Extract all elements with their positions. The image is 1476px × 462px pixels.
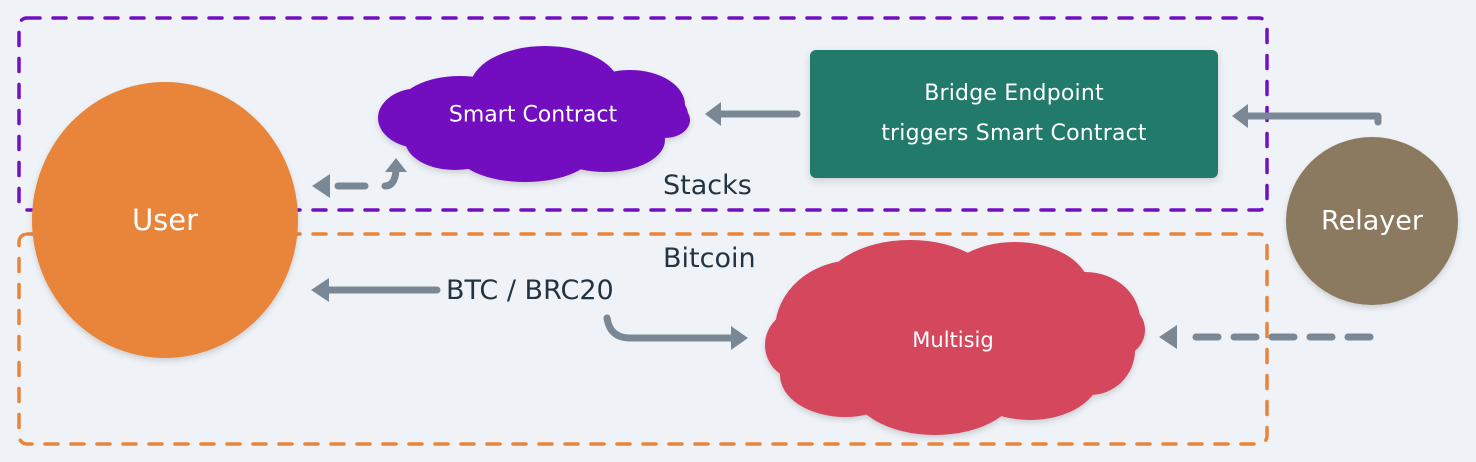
arrowhead-icon	[312, 174, 330, 198]
user-label: User	[131, 203, 199, 237]
smart-contract-label: Smart Contract	[448, 102, 618, 128]
btc-brc20-label: BTC / BRC20	[446, 275, 614, 306]
smart-contract-node[interactable]	[378, 46, 690, 182]
arrow-user-smart-contract-curve	[381, 166, 400, 190]
bitcoin-zone	[17, 232, 1269, 446]
arrow-relayer-to-bridge	[1244, 112, 1382, 126]
arrowhead-icon	[731, 326, 748, 350]
arrowhead-icon	[385, 158, 407, 172]
multisig-label: Multisig	[912, 328, 994, 352]
arrowhead-icon	[1159, 325, 1177, 349]
arrowhead-icon	[1232, 104, 1248, 128]
bridge-label-line2: triggers Smart Contract	[881, 121, 1147, 146]
relayer-node[interactable]	[1286, 137, 1458, 305]
bridge-endpoint-node[interactable]: Bridge Endpoint triggers Smart Contract	[810, 50, 1218, 178]
arrow-btc-to-multisig	[603, 314, 739, 342]
multisig-node[interactable]	[765, 240, 1145, 435]
bitcoin-zone-label: Bitcoin	[663, 243, 756, 274]
stacks-zone-label: Stacks	[663, 170, 752, 201]
relayer-label: Relayer	[1321, 205, 1423, 237]
arrowhead-icon	[311, 278, 329, 302]
bridge-label-line1: Bridge Endpoint	[924, 81, 1104, 106]
arrowhead-icon	[705, 102, 721, 126]
user-node[interactable]	[32, 82, 298, 358]
